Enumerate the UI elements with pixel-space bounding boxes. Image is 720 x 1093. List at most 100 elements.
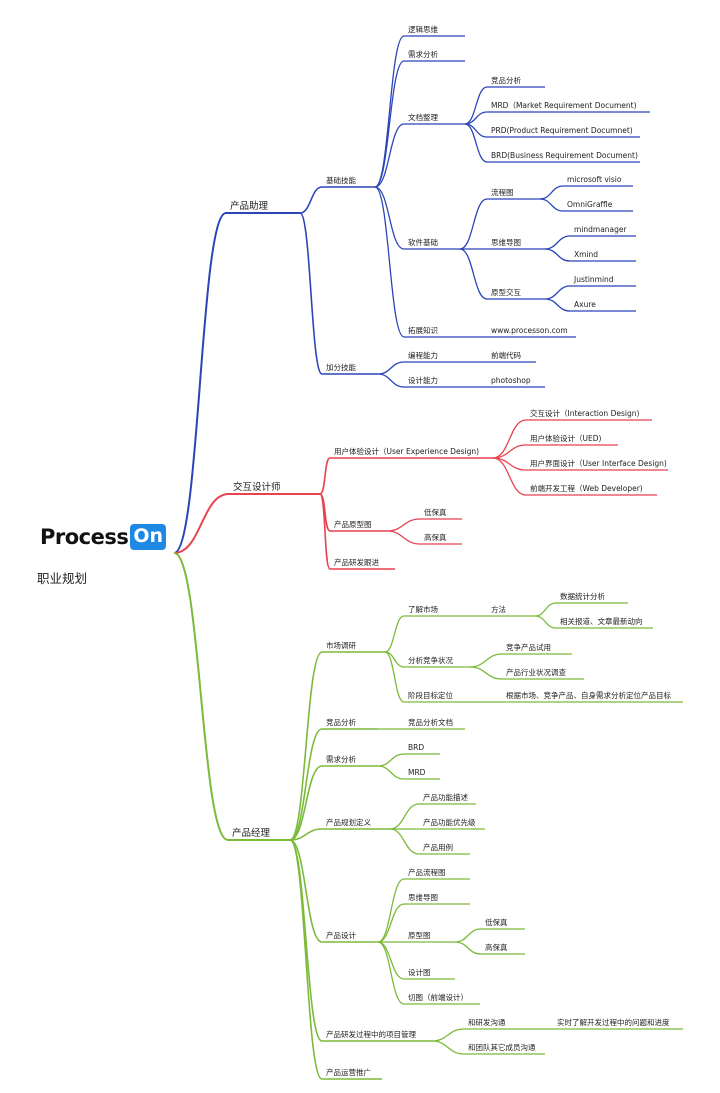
mindmap-node-label[interactable]: 交互设计（Interaction Design) [530,408,639,418]
mindmap-node-label[interactable]: Justinmind [573,275,614,284]
mindmap-node-label[interactable]: 加分技能 [326,362,356,372]
mindmap-node-label[interactable]: 前端代码 [491,350,521,360]
connector-line [386,518,421,532]
connector-line [173,493,230,554]
connector-line [544,285,571,300]
mindmap-node-label[interactable]: 设计图 [408,967,431,977]
connector-line [377,373,405,388]
mindmap-node-label[interactable]: 实时了解开发过程中的问题和进度 [557,1017,670,1027]
connector-line [459,198,488,250]
mindmap-node-label[interactable]: 产品用例 [423,842,453,852]
mindmap-node-label[interactable]: 相关报道、文章最新动向 [560,616,643,626]
connector-line [384,651,405,703]
connector-line [289,839,323,1042]
mindmap-node-label[interactable]: mindmanager [574,225,628,234]
connector-line [544,235,571,250]
mindmap-node-label[interactable]: 前端开发工程（Web Developer) [530,483,643,493]
mindmap-node-label[interactable]: 文档整理 [408,112,438,122]
mindmap-node-label[interactable]: 根据市场、竞争产品、自身需求分析定位产品目标 [506,690,671,700]
mindmap-node-label[interactable]: microsoft visio [567,175,622,184]
mindmap-node-label[interactable]: 需求分析 [408,49,438,59]
connector-line [544,248,571,262]
mindmap-node-label[interactable]: 用户界面设计（User Interface Design) [530,458,667,468]
mindmap-node-label[interactable]: 和团队其它成员沟通 [468,1042,536,1052]
mindmap-node-label[interactable]: 产品原型图 [334,519,372,529]
mindmap-node-label[interactable]: MRD（Market Requirement Document) [491,101,637,110]
mindmap-node-label[interactable]: OmniGraffle [567,200,613,209]
connector-line [374,60,405,188]
mindmap-node-label[interactable]: 高保真 [485,942,508,952]
mindmap-node-label[interactable]: 产品运营推广 [326,1067,371,1077]
mindmap-node-label[interactable]: 设计能力 [408,375,438,385]
mindmap-node-label[interactable]: 需求分析 [326,754,356,764]
mindmap-node-label[interactable]: 流程图 [491,187,514,197]
mindmap-node-label[interactable]: 思维导图 [408,892,438,902]
mindmap-node-label[interactable]: 产品设计 [326,930,356,940]
mindmap-node-label[interactable]: Axure [574,300,596,309]
mindmap-node-label[interactable]: MRD [408,768,426,777]
mindmap-node-label[interactable]: www.processon.com [491,326,568,335]
connector-line [459,248,488,300]
mindmap-node-label[interactable]: 原型交互 [491,287,521,297]
mindmap-node-label[interactable]: 产品行业状况调查 [506,667,566,677]
mindmap-node-label[interactable]: BRD [408,743,424,752]
mindmap-node-label[interactable]: 思维导图 [491,237,521,247]
mindmap-node-label[interactable]: 产品研发跟进 [334,557,379,567]
connector-line [374,186,405,250]
mindmap-node-label[interactable]: 基础技能 [326,175,356,185]
mindmap-node-label[interactable]: photoshop [491,376,531,385]
mindmap-node-label[interactable]: 竞品分析文档 [408,717,453,727]
mindmap-node-label[interactable]: 方法 [491,604,506,614]
mindmap-node-label[interactable]: 竞争产品试用 [506,642,551,652]
mindmap-node-label[interactable]: 高保真 [424,532,447,542]
mindmap-node-label[interactable]: 阶段目标定位 [408,690,453,700]
mindmap-node-label[interactable]: BRD(Business Requirement Document) [491,151,638,160]
mindmap-node-label[interactable]: 用户体验设计（UED) [530,433,602,443]
connector-line [289,839,323,943]
connector-line [319,493,331,570]
mindmap-node-label[interactable]: 拓展知识 [408,325,438,335]
mindmap-node-label[interactable]: 数据统计分析 [560,591,605,601]
mindmap-node-label[interactable]: 逻辑思维 [408,24,438,34]
connector-line [492,419,527,459]
mindmap-node-label[interactable]: 软件基础 [408,237,438,247]
connector-line [289,828,323,841]
mindmap-node-label[interactable]: 切图（前端设计） [408,992,468,1002]
mindmap-node-label[interactable]: 竞品分析 [491,75,521,85]
branch-node-label[interactable]: 产品助理 [230,200,269,212]
mindmap-node-label[interactable]: 原型图 [408,931,431,940]
mindmap-node-label[interactable]: 产品规划定义 [326,817,371,827]
mindmap-node-label[interactable]: 产品研发过程中的项目管理 [326,1029,416,1039]
mindmap-node-label[interactable]: 低保真 [485,917,508,927]
mindmap-node-label[interactable]: 低保真 [424,507,447,517]
mindmap-node-label[interactable]: 产品流程图 [408,867,446,877]
mindmap-node-label[interactable]: 了解市场 [408,604,438,614]
branch-node-label[interactable]: 产品经理 [232,827,271,839]
mindmap-node-label[interactable]: PRD(Product Requirement Documnet) [491,126,633,135]
connector-line [469,653,503,668]
mindmap-node-label[interactable]: 竞品分析 [326,717,356,727]
connector-line [289,651,323,841]
mindmap-node-label[interactable]: 编程能力 [408,350,438,360]
mindmap-node-label[interactable]: 用户体验设计（User Experience Design) [334,446,479,456]
root-title: 职业规划 [37,571,88,586]
mindmap-node-label[interactable]: 产品功能优先级 [423,817,476,827]
processon-logo-text: Process [40,525,129,549]
branch-node-label[interactable]: 交互设计师 [233,481,281,493]
processon-logo-badge: On [130,524,167,550]
connector-line [539,198,564,212]
mindmap-node-label[interactable]: 产品功能描述 [423,792,468,802]
connector-line [389,803,420,830]
connector-line [289,728,323,841]
connector-line [534,602,557,617]
mindmap-node-label[interactable]: 和研发沟通 [468,1017,506,1027]
connector-line [374,35,405,188]
connector-line [454,941,482,955]
mindmap-node-label[interactable]: 市场调研 [326,640,356,650]
mindmap-node-label[interactable]: Xmind [574,250,598,259]
mindmap-node-label[interactable]: 分析竞争状况 [408,655,453,665]
connector-line [377,878,405,943]
